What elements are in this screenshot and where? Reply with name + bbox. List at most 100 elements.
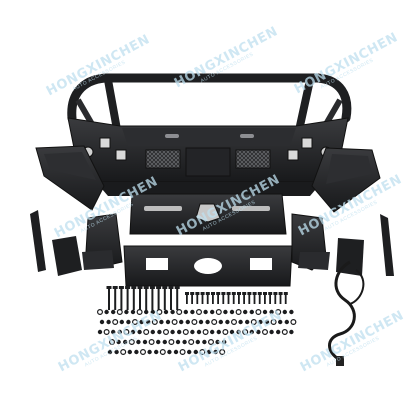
washer [151,319,158,326]
front-bumper [67,73,352,196]
nut [156,339,161,345]
bolt [253,294,256,304]
washer [270,319,277,326]
washer [132,319,139,326]
bolt [279,294,282,304]
nut [210,329,215,335]
washer [281,329,288,336]
washer [163,329,170,336]
nut [249,309,254,315]
bolt-head [106,286,112,289]
nut [190,309,195,315]
washer [159,349,166,356]
skid-plate [129,193,287,235]
washer [275,309,282,316]
nut [183,309,188,315]
nut [229,329,235,335]
washer [242,329,249,336]
nut [130,309,136,315]
bolt-head [216,292,221,295]
bolt [163,288,166,310]
bolt-head [221,292,226,295]
bolt [108,288,110,310]
nut [276,329,281,335]
bolt [212,294,214,304]
nut [139,319,144,325]
bolt [114,288,117,310]
bolt [132,288,135,310]
nut [124,309,129,315]
nut [196,329,202,335]
bolt-hardware-set [96,286,297,356]
nut [203,309,208,315]
bolt-head [283,292,288,295]
bolt-head [162,286,168,289]
nut [185,319,190,325]
nut [123,339,128,345]
nut [137,329,142,335]
nut [136,339,141,345]
washer [179,349,186,356]
nut [182,339,187,345]
bolt-head [156,286,162,289]
washer [112,319,119,326]
bolt-head [263,292,267,295]
washer [188,339,195,346]
washer [123,329,130,336]
bolt-head [149,286,155,289]
bolt-head [190,292,195,295]
nut [202,339,207,345]
nut [249,329,254,335]
nut [177,329,182,335]
nut [206,349,212,355]
bolt [157,288,160,310]
bolt [201,294,204,304]
washer [208,339,215,346]
nut [147,349,152,355]
bolt-head [131,286,137,289]
washer [128,339,135,346]
washer [168,339,175,346]
bolt-head [231,292,236,295]
bolt-head [185,292,189,295]
nut [195,339,200,345]
winch-mount-plate [123,245,293,287]
washer [120,349,127,356]
nut [126,319,131,325]
nut [215,339,220,345]
right-mount-brackets [291,213,394,276]
bolt [206,294,209,304]
bolt [258,294,261,304]
nut [205,319,210,325]
nut [170,329,175,335]
nut [144,309,149,315]
bolt [120,288,123,310]
bolt-head [143,286,149,289]
nut [282,309,287,315]
bolt [269,294,271,304]
washer [196,309,203,316]
washer [136,309,143,316]
washer [231,319,238,326]
washer [211,319,218,326]
bolt [264,294,266,304]
bolt [186,294,188,304]
nut [179,319,184,325]
nut [162,339,167,345]
nut [130,329,136,335]
washer [96,309,103,316]
washer [143,329,150,336]
nut [106,319,111,325]
bolt [222,294,225,304]
washer [235,309,242,316]
nut [245,319,250,325]
nut [190,329,195,335]
bolt [227,294,230,304]
bolt [151,288,154,310]
nut [170,309,175,315]
nut [258,319,263,325]
bolt-head [211,292,215,295]
nut [167,349,172,355]
